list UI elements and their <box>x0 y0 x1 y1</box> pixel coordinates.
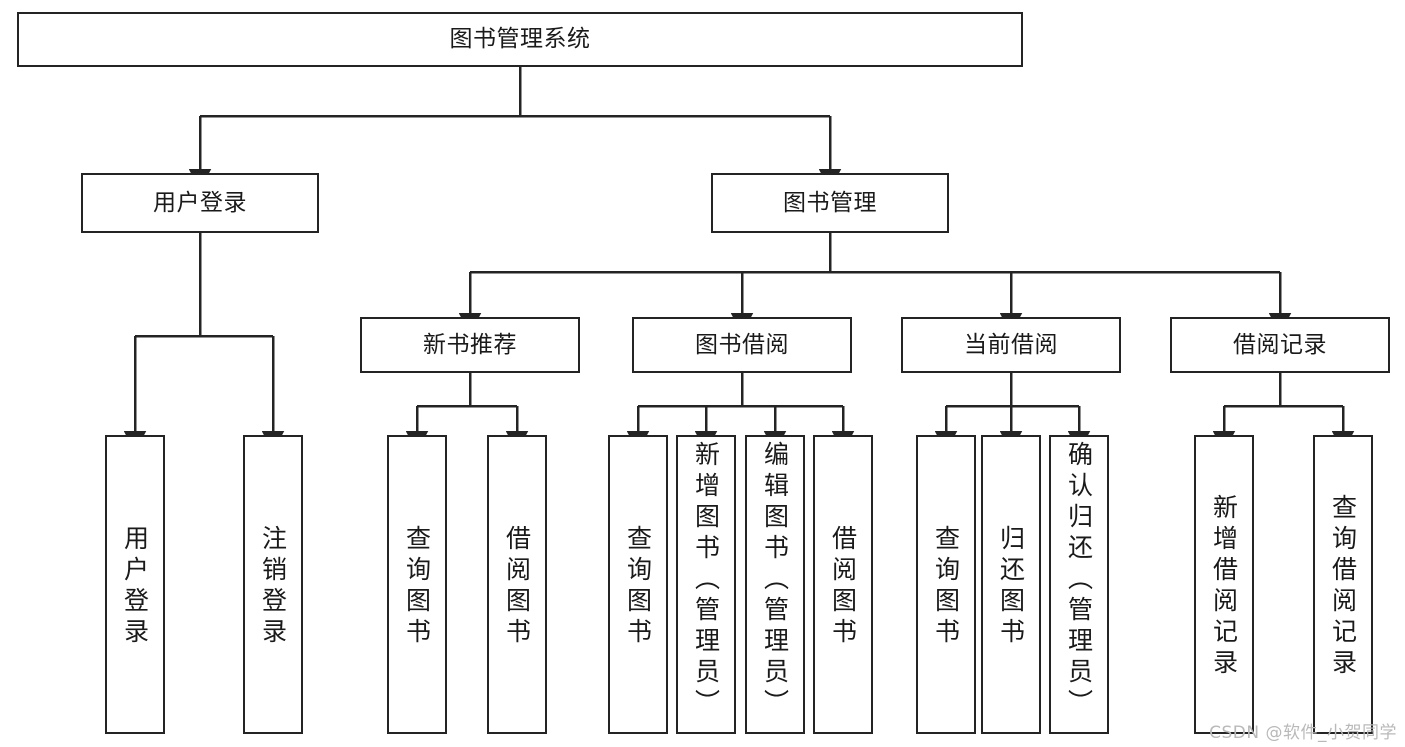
node-l3-login-2[interactable]: 注销登录 <box>243 435 303 734</box>
node-l3-login-1[interactable]: 用户登录 <box>105 435 165 734</box>
node-label: 图书管理系统 <box>449 26 591 53</box>
node-label: 编辑图书（管理员） <box>760 441 790 720</box>
node-label: 查询图书 <box>931 524 961 649</box>
node-label: 借阅记录 <box>1233 331 1327 358</box>
node-l2-borrow[interactable]: 图书借阅 <box>632 317 852 373</box>
node-l3-current-3[interactable]: 确认归还（管理员） <box>1049 435 1109 734</box>
node-l3-new-1[interactable]: 查询图书 <box>387 435 447 734</box>
node-label: 新增图书（管理员） <box>691 441 721 720</box>
node-label: 借阅图书 <box>502 524 532 649</box>
node-l2-current[interactable]: 当前借阅 <box>901 317 1121 373</box>
node-l3-borrow-2[interactable]: 新增图书（管理员） <box>676 435 736 734</box>
node-label: 新增借阅记录 <box>1209 493 1239 680</box>
node-label: 归还图书 <box>996 524 1026 649</box>
node-l3-new-2[interactable]: 借阅图书 <box>487 435 547 734</box>
node-label: 查询图书 <box>402 524 432 649</box>
node-l2-record[interactable]: 借阅记录 <box>1170 317 1390 373</box>
node-label: 查询图书 <box>623 524 653 649</box>
node-l3-current-1[interactable]: 查询图书 <box>916 435 976 734</box>
node-label: 查询借阅记录 <box>1328 493 1358 680</box>
node-l3-current-2[interactable]: 归还图书 <box>981 435 1041 734</box>
node-l3-record-1[interactable]: 新增借阅记录 <box>1194 435 1254 734</box>
edge-layer <box>123 67 1355 453</box>
node-l2-new[interactable]: 新书推荐 <box>360 317 580 373</box>
node-label: 当前借阅 <box>964 331 1058 358</box>
node-label: 图书借阅 <box>695 331 789 358</box>
node-label: 新书推荐 <box>423 331 517 358</box>
node-l3-record-2[interactable]: 查询借阅记录 <box>1313 435 1373 734</box>
node-label: 注销登录 <box>258 524 288 649</box>
node-l3-borrow-4[interactable]: 借阅图书 <box>813 435 873 734</box>
node-l1-books[interactable]: 图书管理 <box>711 173 949 233</box>
watermark-text: CSDN @软件_小贺同学 <box>1209 723 1397 743</box>
node-label: 图书管理 <box>783 189 877 216</box>
node-l3-borrow-1[interactable]: 查询图书 <box>608 435 668 734</box>
node-root[interactable]: 图书管理系统 <box>17 12 1023 67</box>
node-label: 用户登录 <box>153 189 247 216</box>
node-l1-login[interactable]: 用户登录 <box>81 173 319 233</box>
node-label: 确认归还（管理员） <box>1064 441 1094 720</box>
node-l3-borrow-3[interactable]: 编辑图书（管理员） <box>745 435 805 734</box>
node-label: 用户登录 <box>120 524 150 649</box>
node-label: 借阅图书 <box>828 524 858 649</box>
